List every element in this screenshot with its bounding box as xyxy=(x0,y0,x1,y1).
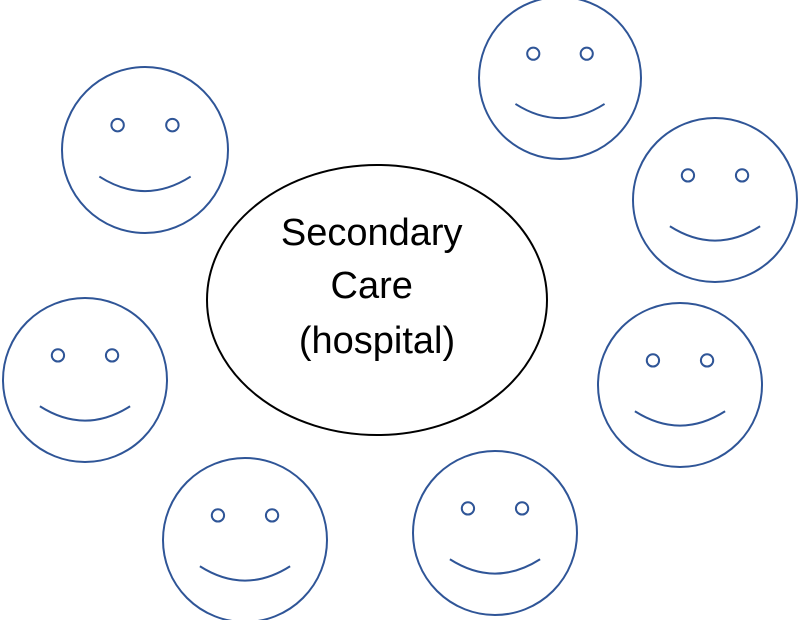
face-outline xyxy=(412,450,578,616)
hub-ellipse xyxy=(206,164,548,436)
face-outline xyxy=(61,66,229,234)
face-right-eye xyxy=(579,46,594,61)
face-smile xyxy=(514,103,606,119)
face-right-eye xyxy=(699,353,715,368)
face-smile xyxy=(669,225,761,242)
face-left-eye xyxy=(680,168,696,183)
smiley-face-icon xyxy=(597,302,763,468)
face-outline xyxy=(162,457,328,620)
smiley-face-icon xyxy=(478,0,642,160)
face-right-eye xyxy=(165,117,180,133)
face-smile xyxy=(634,410,726,427)
hub-label-line-1: Secondary xyxy=(281,212,463,254)
face-outline xyxy=(2,297,168,463)
face-outline xyxy=(632,117,798,283)
face-outline xyxy=(597,302,763,468)
face-left-eye xyxy=(645,353,661,368)
face-smile xyxy=(199,565,291,582)
face-left-eye xyxy=(526,46,541,61)
smiley-face-icon xyxy=(162,457,328,620)
face-right-eye xyxy=(264,508,280,523)
smiley-face-icon xyxy=(632,117,798,283)
face-right-eye xyxy=(514,501,530,516)
face-left-eye xyxy=(210,508,226,523)
smiley-face-icon xyxy=(61,66,229,234)
face-left-eye xyxy=(50,348,66,363)
smiley-face-icon xyxy=(2,297,168,463)
face-left-eye xyxy=(110,117,125,133)
face-right-eye xyxy=(734,168,750,183)
face-outline xyxy=(478,0,642,160)
face-smile xyxy=(98,175,192,192)
face-left-eye xyxy=(460,501,476,516)
hub-node: Secondary Care (hospital) xyxy=(206,164,548,436)
face-right-eye xyxy=(104,348,120,363)
face-smile xyxy=(39,405,131,422)
hub-label: Secondary Care (hospital) xyxy=(281,212,473,362)
hub-label-line-3: (hospital) xyxy=(299,320,455,362)
hub-label-line-2: Care xyxy=(331,265,413,307)
smiley-face-icon xyxy=(412,450,578,616)
face-smile xyxy=(449,558,541,575)
